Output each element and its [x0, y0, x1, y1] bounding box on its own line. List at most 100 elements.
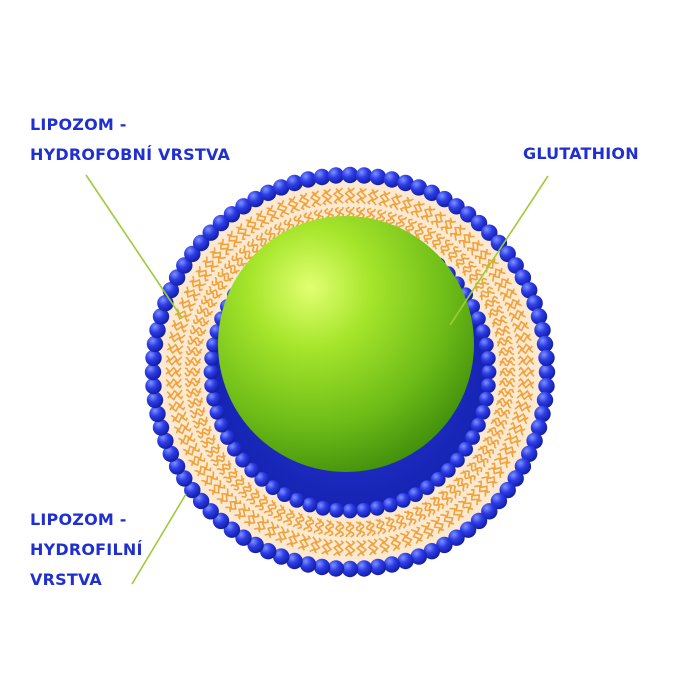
phospholipid-head — [475, 404, 491, 420]
lipid-tail — [277, 506, 286, 521]
phospholipid-head — [507, 257, 524, 274]
lipid-tail — [495, 401, 512, 409]
lipid-tail — [168, 335, 185, 345]
lipid-tail — [492, 270, 506, 282]
lipid-tail — [403, 511, 413, 526]
phospholipid-head — [223, 206, 241, 223]
lipid-tail — [321, 189, 329, 206]
lipid-tail — [184, 377, 201, 384]
lipid-tail — [184, 367, 201, 373]
phospholipid-head — [152, 308, 170, 325]
lipid-tail — [187, 397, 203, 405]
lipid-tail — [508, 426, 524, 436]
lipid-tail — [498, 346, 515, 353]
lipid-tail — [208, 285, 223, 297]
lipid-tail — [258, 496, 269, 511]
phospholipid-head — [265, 480, 281, 495]
lipid-tail — [166, 354, 183, 363]
lipid-tail — [479, 286, 493, 298]
lipid-tail — [393, 194, 403, 211]
lipid-tail — [302, 515, 312, 531]
lipid-tail — [454, 504, 464, 518]
lipid-tail — [185, 356, 202, 363]
lipid-tail — [420, 205, 432, 220]
lipid-tail — [456, 257, 470, 269]
phospholipid-head — [397, 552, 414, 570]
lipid-tail — [182, 442, 198, 453]
lipid-tail — [466, 240, 480, 252]
leader-lines — [85, 174, 549, 585]
lipid-tail — [219, 462, 232, 476]
lipid-tail — [336, 187, 345, 204]
lipid-tail — [472, 455, 486, 468]
lipid-tail — [167, 393, 184, 401]
lipid-tail — [211, 280, 226, 291]
lipid-tail — [171, 323, 187, 334]
lipid-tail — [466, 464, 480, 476]
lipid-tail — [431, 233, 442, 248]
lipid-tail — [455, 253, 467, 267]
lipid-tail — [257, 519, 270, 533]
lipid-tail — [238, 248, 252, 260]
lipid-tail — [365, 520, 372, 537]
phospholipid-head — [408, 487, 423, 502]
lipid-tail — [243, 509, 256, 524]
phospholipid-head — [355, 167, 373, 184]
lipid-tail — [249, 490, 260, 505]
lipid-tail — [486, 429, 502, 440]
label-hydrophobic-line-2: HYDROFOBNÍ VRSTVA — [30, 145, 231, 164]
lipid-tail — [212, 484, 226, 495]
lipid-tail — [213, 247, 226, 260]
lipid-tail — [302, 192, 311, 209]
lipid-tail — [313, 517, 321, 534]
lipid-tail — [425, 208, 436, 223]
phospholipid-head — [184, 245, 201, 263]
lipid-tail — [276, 202, 285, 218]
lipid-tail — [499, 447, 514, 458]
lipid-tail — [494, 325, 510, 334]
lipid-tail — [190, 410, 206, 419]
lipid-tail — [375, 519, 383, 535]
lipid-tail — [185, 387, 202, 394]
phospholipid-head — [204, 351, 220, 366]
phospholipid-head — [423, 184, 440, 201]
lipid-tail — [475, 281, 490, 292]
phospholipid-head — [244, 462, 260, 478]
phospholipid-head — [203, 364, 219, 380]
lipid-tail — [205, 256, 219, 268]
phospholipid-head — [534, 405, 551, 423]
phospholipid-head — [192, 234, 210, 252]
phospholipid-head — [430, 472, 446, 487]
lipid-tail — [282, 508, 293, 524]
lipid-tail — [518, 377, 535, 386]
lipid-tail — [359, 521, 366, 538]
lipid-tail — [210, 452, 225, 463]
lipid-tail — [497, 391, 514, 399]
phospholipid-head — [471, 417, 486, 433]
lipid-tail — [205, 443, 220, 454]
lipid-tail — [494, 407, 511, 415]
phospholipid-head — [478, 391, 494, 407]
lipid-tail — [336, 540, 345, 557]
lipid-tail — [348, 187, 356, 204]
lipid-tail — [430, 211, 443, 225]
phospholipid-head — [458, 441, 473, 457]
lipid-tail — [165, 366, 182, 374]
lipid-tail — [186, 286, 201, 297]
lipid-tail — [332, 187, 340, 205]
lipid-tail — [435, 214, 446, 229]
lipid-tail — [189, 279, 203, 292]
phospholipid-head — [397, 174, 414, 192]
lipid-tail — [178, 301, 194, 312]
lipid-tail — [185, 391, 202, 398]
lipid-tail — [487, 466, 502, 479]
leader-line-hydrophilic — [131, 493, 187, 585]
label-liposome-hydrophilic-layer: LIPOZOM - HYDROFILNÍ VRSTVA — [30, 505, 143, 595]
phospholipid-head — [514, 458, 532, 475]
lipid-tail — [378, 537, 387, 554]
phospholipid-head — [490, 492, 508, 510]
lipid-tail — [234, 503, 246, 517]
lipid-tail — [194, 314, 210, 324]
lipid-tail — [499, 360, 516, 367]
